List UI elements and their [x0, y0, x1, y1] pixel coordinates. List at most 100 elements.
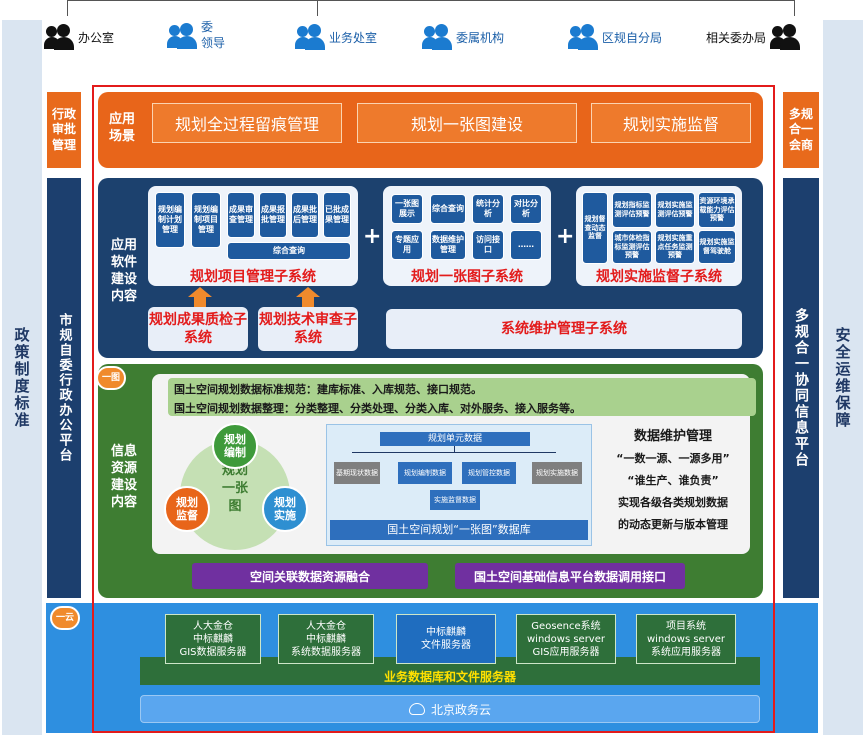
- one-map-badge: 一图: [96, 366, 126, 390]
- quality-check-box: 规划成果质检子系统: [148, 307, 248, 351]
- collab-platform-label: 多规合一协同信息平台: [793, 308, 809, 468]
- spatial-fusion-button: 空间关联数据资源融合: [192, 563, 428, 589]
- admin-approval-block: 行政审批管理: [47, 92, 81, 168]
- up-arrow-icon: [296, 287, 320, 297]
- module-box: 规划编制项目管理: [191, 192, 221, 248]
- user-label: 办公室: [78, 30, 115, 45]
- server-box: 项目系统 windows server 系统应用服务器: [636, 614, 736, 664]
- db-child: 基期现状数据: [334, 462, 380, 484]
- user-label: 业务处室: [329, 30, 378, 45]
- module-box: 规划实施监测评估预警: [655, 192, 695, 228]
- software-label: 应用软件建设内容: [110, 238, 137, 304]
- office-platform-label: 市规自委行政办公平台: [56, 313, 72, 463]
- module-box: 一张图展示: [391, 194, 423, 224]
- data-maintenance-line: 实现各级各类规划数据: [618, 496, 728, 509]
- cycle-node: 规划监督: [164, 486, 210, 532]
- module-box: 数据维护管理: [430, 230, 466, 260]
- cloud-icon: [408, 703, 425, 715]
- plus-sign: +: [363, 224, 382, 249]
- db-merge: 实施监督数据: [430, 490, 480, 510]
- user-affiliated: 委属机构: [422, 24, 504, 50]
- cycle-node-label: 规划监督: [176, 495, 198, 522]
- plus-sign: +: [556, 224, 575, 249]
- module-box: 成果审查管理: [227, 192, 255, 238]
- cycle-node-label: 规划实施: [274, 495, 296, 522]
- project-mgmt-title: 规划项目管理子系统: [190, 269, 316, 285]
- users-icon: [295, 24, 325, 50]
- supervision-title: 规划实施监督子系统: [596, 269, 722, 285]
- server-box: Geosence系统 windows server GIS应用服务器: [516, 614, 616, 664]
- user-related-bureau: 相关委办局: [706, 24, 801, 50]
- security-ops-label: 安全运维保障: [833, 326, 852, 429]
- data-maintenance-title: 数据维护管理: [633, 429, 712, 444]
- cycle-node: 规划编制: [212, 423, 258, 469]
- system-maintenance-box: 系统维护管理子系统: [386, 309, 742, 349]
- policy-standards-label: 政策制度标准: [12, 326, 31, 429]
- module-box: 综合查询: [430, 194, 466, 224]
- module-box: 成果报批管理: [259, 192, 287, 238]
- up-arrow-icon: [188, 287, 212, 297]
- cycle-node: 规划实施: [262, 486, 308, 532]
- module-box: 规划实施重点任务监测预警: [655, 230, 695, 264]
- user-connector: [67, 0, 795, 16]
- db-connector: [454, 446, 455, 452]
- business-db-label: 业务数据库和文件服务器: [383, 669, 516, 684]
- module-box: 访问接口: [472, 230, 504, 260]
- module-box: 对比分析: [510, 194, 542, 224]
- cycle-node-label: 规划编制: [224, 432, 246, 459]
- server-box: 中标麒麟 文件服务器: [396, 614, 496, 664]
- up-arrow-icon-stem: [302, 297, 314, 307]
- gov-cloud-bar: 北京政务云: [140, 695, 760, 723]
- users-icon: [44, 24, 74, 50]
- db-child: 规划管控数据: [462, 462, 516, 484]
- user-label: 区规自分局: [602, 30, 663, 45]
- module-box: 专题应用: [391, 230, 423, 260]
- scenario-item: 规划实施监督: [591, 103, 751, 143]
- user-business: 业务处室: [295, 24, 377, 50]
- module-box: 统计分析: [472, 194, 504, 224]
- platform-interface-button: 国土空间基础信息平台数据调用接口: [455, 563, 685, 589]
- db-connector: [352, 452, 556, 453]
- data-maintenance: 数据维护管理 “一数一源、一源多用” “谁生产、谁负责” 实现各级各类规划数据 …: [598, 425, 748, 536]
- multi-plan-consult-block: 多规合一会商: [783, 92, 819, 168]
- server-box: 人大金仓 中标麒麟 GIS数据服务器: [165, 614, 261, 664]
- one-map-title: 规划一张图子系统: [411, 269, 523, 285]
- office-platform-block: 市规自委行政办公平台: [47, 178, 81, 598]
- user-label: 相关委办局: [706, 30, 767, 45]
- data-maintenance-line: 的动态更新与版本管理: [618, 518, 728, 531]
- db-child: 规划实施数据: [532, 462, 582, 484]
- user-connector-mid: [317, 0, 318, 16]
- standards-box: [168, 378, 756, 416]
- scenario-item: 规划全过程留痕管理: [152, 103, 342, 143]
- module-box: 规划指标监测评估预警: [612, 192, 652, 228]
- users-icon: [422, 24, 452, 50]
- standards-line: 国土空间规划数据整理：分类整理、分类处理、分类入库、对外服务、接入服务等。: [174, 402, 581, 415]
- user-label: 委属机构: [456, 30, 505, 45]
- info-label: 信息资源建设内容: [110, 444, 137, 510]
- users-icon: [568, 24, 598, 50]
- policy-standards-bar: 政策制度标准: [2, 20, 42, 735]
- user-label: 委 领导: [201, 20, 226, 50]
- up-arrow-icon-stem: [194, 297, 206, 307]
- db-child: 规划编制数据: [398, 462, 452, 484]
- module-box: 规划督查动态监督: [582, 192, 608, 264]
- module-box: 规划实施监督驾驶舱: [698, 230, 736, 264]
- module-box: ……: [510, 230, 542, 260]
- user-office: 办公室: [44, 24, 114, 50]
- query-box: 综合查询: [227, 242, 351, 260]
- scenario-label: 应用场景: [108, 112, 135, 144]
- module-box: 资源环境承载能力评估预警: [698, 192, 736, 228]
- module-box: 已批成果管理: [323, 192, 351, 238]
- one-cloud-badge: 一云: [50, 606, 80, 630]
- user-leader: 委 领导: [167, 20, 225, 51]
- data-maintenance-line: “谁生产、谁负责”: [627, 474, 719, 487]
- db-root: 规划单元数据: [380, 432, 530, 446]
- module-box: 成果批后管理: [291, 192, 319, 238]
- users-icon: [770, 24, 801, 50]
- cycle-center: 规划一张图: [221, 463, 248, 515]
- user-district: 区规自分局: [568, 24, 662, 50]
- data-maintenance-line: “一数一源、一源多用”: [616, 452, 730, 465]
- collab-platform-block: 多规合一协同信息平台: [783, 178, 819, 598]
- admin-approval-label: 行政审批管理: [51, 106, 76, 152]
- gov-cloud-label: 北京政务云: [430, 702, 491, 717]
